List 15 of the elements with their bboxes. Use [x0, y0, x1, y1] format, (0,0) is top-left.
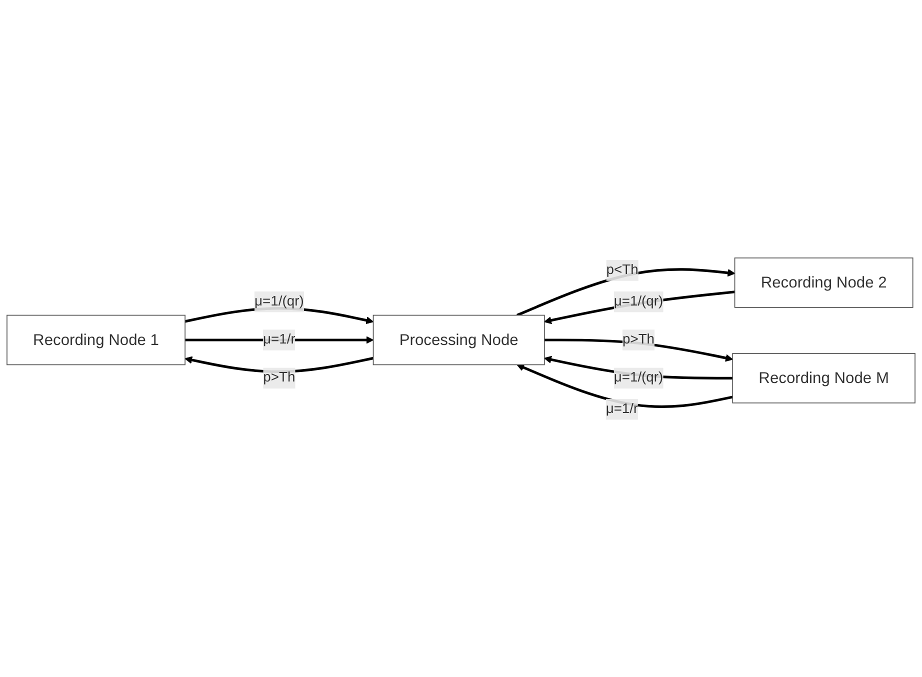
arrow [516, 364, 733, 408]
edge-label: μ=1/(qr) [614, 370, 664, 385]
node-box: Recording Node M [732, 352, 916, 403]
edge-label: p>Th [622, 332, 655, 347]
node-box: Recording Node 2 [734, 257, 914, 308]
arrow [544, 290, 735, 324]
arrow [516, 268, 736, 316]
node-box: Recording Node 1 [6, 314, 186, 365]
edge-label: μ=1/r [606, 401, 638, 416]
edge-label: μ=1/(qr) [254, 294, 304, 308]
node-box: Processing Node [372, 314, 545, 365]
edge-label: p<Th [606, 262, 638, 278]
edge-label: μ=1/r [263, 332, 296, 347]
edge-label: p>Th [263, 370, 296, 385]
edge-label: μ=1/(qr) [614, 294, 664, 308]
